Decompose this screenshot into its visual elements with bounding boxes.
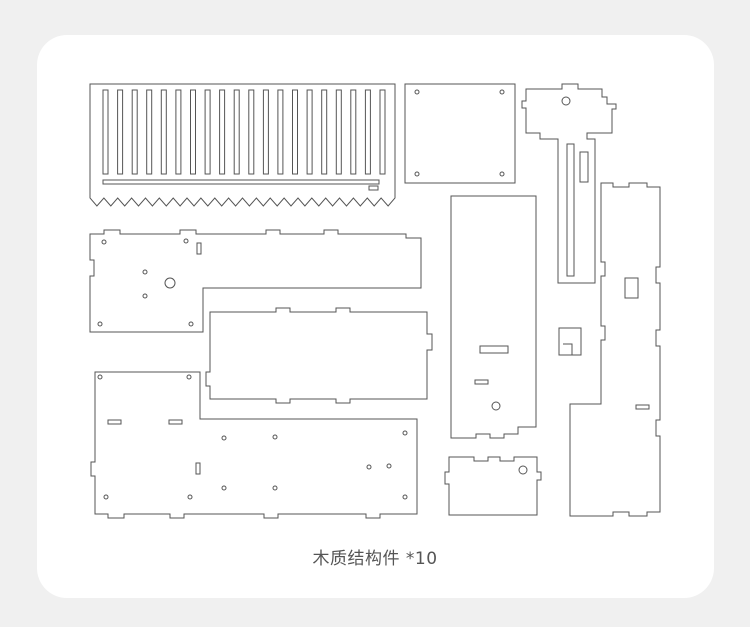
comb-slot	[146, 89, 153, 175]
comb-slot	[190, 89, 196, 175]
part-square-plate	[404, 83, 516, 184]
part-tall-panel	[450, 195, 537, 439]
comb-slot	[204, 89, 211, 175]
comb-slot	[292, 89, 298, 175]
part-right-stepped-panel	[569, 182, 661, 517]
part-small-box	[444, 456, 542, 516]
comb-slot	[277, 89, 284, 175]
comb-slot	[117, 89, 124, 175]
comb-slot	[379, 89, 386, 175]
comb-notch	[368, 185, 379, 191]
comb-slot	[306, 89, 313, 175]
part-t-lever	[521, 83, 617, 284]
comb-slot	[131, 89, 138, 175]
comb-slots	[102, 89, 386, 175]
part-l-panel-upper	[89, 229, 422, 333]
comb-slot	[175, 89, 182, 175]
part-slotted-comb-panel	[89, 83, 396, 207]
comb-rail	[102, 179, 380, 185]
comb-slot	[102, 89, 109, 175]
comb-slot	[160, 89, 167, 175]
comb-slot	[335, 89, 342, 175]
comb-slot	[321, 89, 328, 175]
comb-slot	[233, 89, 240, 175]
comb-slot	[364, 89, 371, 175]
comb-slot	[219, 89, 226, 175]
comb-slot	[248, 89, 255, 175]
comb-outline	[89, 83, 396, 207]
part-middle-frame	[205, 307, 433, 404]
comb-slot	[350, 89, 357, 175]
comb-slot	[262, 89, 269, 175]
caption-text: 木质结构件 *10	[312, 549, 438, 569]
part-notch-square	[558, 327, 582, 356]
part-l-panel-lower	[90, 371, 418, 519]
